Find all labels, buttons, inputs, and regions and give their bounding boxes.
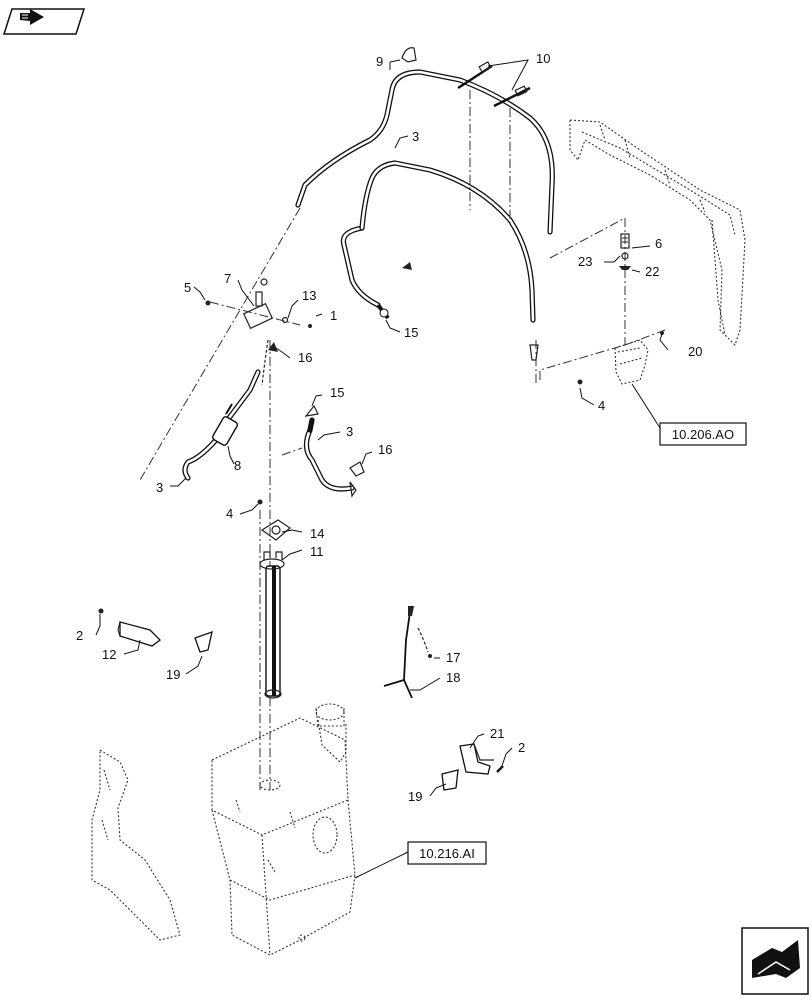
callout-20: 20 [688,344,702,359]
callout-3: 3 [412,129,419,144]
t-connector [139,207,312,481]
callout-2: 2 [76,628,83,643]
hose-cap [401,47,417,63]
callout-15b: 15 [330,385,344,400]
callout-10: 10 [536,51,550,66]
callout-4: 4 [598,398,605,413]
callout-4b: 4 [226,506,233,521]
callout-3b: 3 [346,424,353,439]
callout-13: 13 [302,288,316,303]
callout-16b: 16 [378,442,392,457]
callout-11: 11 [310,544,324,559]
next-page-arrow-icon[interactable] [741,927,809,995]
callout-16: 16 [298,350,312,365]
callout-7: 7 [224,271,231,286]
mounting-bracket [98,608,213,653]
washer-nozzles [457,61,531,108]
callout-12: 12 [102,647,116,662]
callout-8: 8 [234,458,241,473]
callout-21: 21 [490,726,504,741]
washer-hose-main [295,69,555,323]
washer-filter [577,339,649,385]
hose-connector [376,303,390,320]
washer-bracket-right [441,743,504,791]
tank-support-bracket [91,749,181,941]
callout-17: 17 [446,650,460,665]
check-valve [619,233,631,270]
callout-23: 23 [578,254,592,269]
washer-reservoir [211,703,356,956]
windshield-frame [569,119,746,347]
filter-reference-box[interactable]: 10.206.AO [631,383,747,446]
hose-clip [402,262,412,270]
callout-19b: 19 [408,789,422,804]
washer-hose-center [281,404,365,498]
callout-1: 1 [330,308,337,323]
wiring-harness [383,606,432,699]
callout-2b: 2 [518,740,525,755]
callout-14: 14 [310,526,324,541]
callout-3c: 3 [156,480,163,495]
callout-leaders [95,59,669,797]
callout-18: 18 [446,670,460,685]
callout-9: 9 [376,54,383,69]
callout-6: 6 [655,236,662,251]
tank-reference-label: 10.216.AI [419,846,475,861]
filter-reference-label: 10.206.AO [672,427,734,442]
callout-5: 5 [184,280,191,295]
tank-reference-box[interactable]: 10.216.AI [354,841,487,879]
previous-page-arrow-icon[interactable] [2,8,86,35]
inline-filter [211,403,239,446]
callout-22: 22 [645,264,659,279]
callout-15: 15 [404,325,418,340]
hose-end-fitting [529,344,539,361]
callout-numbers: 9 10 3 6 23 22 7 5 13 1 15 16 20 4 15 3 … [76,51,702,804]
callout-19: 19 [166,667,180,682]
washer-pump [257,340,291,790]
